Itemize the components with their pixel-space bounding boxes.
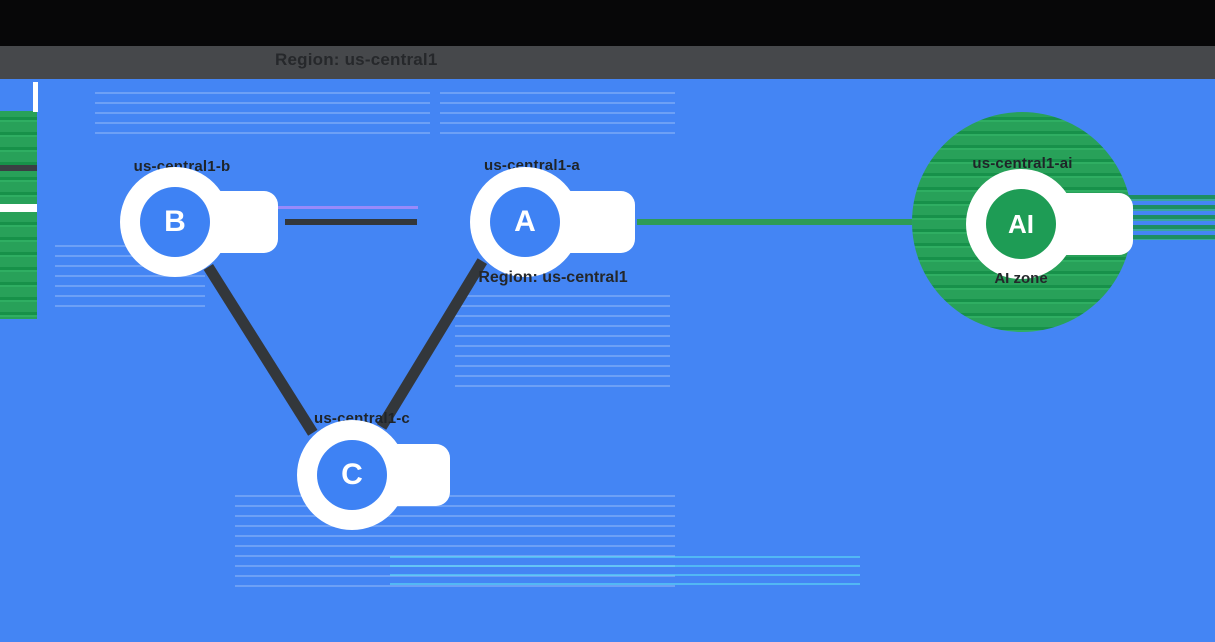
top-black-bar <box>0 0 1215 46</box>
zone-badge-c: C <box>317 440 387 510</box>
diagram-title: Region: us-central1 <box>275 50 438 69</box>
zone-letter-c: C <box>341 458 363 491</box>
stripe-artifact-purple <box>270 206 418 209</box>
zone-letter-b: B <box>164 205 186 238</box>
glitch-dark-stripe <box>0 165 37 171</box>
zone-badge-a: A <box>490 187 560 257</box>
zone-badge-b: B <box>140 187 210 257</box>
stripe-artifact <box>440 92 675 142</box>
region-sublabel: Region: us-central1 <box>478 269 628 286</box>
stripe-artifact-cyan <box>390 556 860 588</box>
glitch-white-notch <box>33 82 38 112</box>
connector-a-ai <box>637 219 912 225</box>
zone-label-ai: us-central1-ai <box>972 155 1073 172</box>
zone-letter-ai: AI <box>1008 208 1034 239</box>
left-glitch-bar <box>0 111 37 319</box>
zone-badge-ai: AI <box>986 189 1056 259</box>
ai-zone-sublabel: AI zone <box>994 270 1048 287</box>
glitch-white-stripe <box>0 204 37 212</box>
stripe-artifact <box>455 295 670 390</box>
connector-b-a <box>285 219 417 225</box>
zone-letter-a: A <box>514 205 536 238</box>
title-band <box>0 46 1215 79</box>
stripe-artifact <box>95 92 430 142</box>
